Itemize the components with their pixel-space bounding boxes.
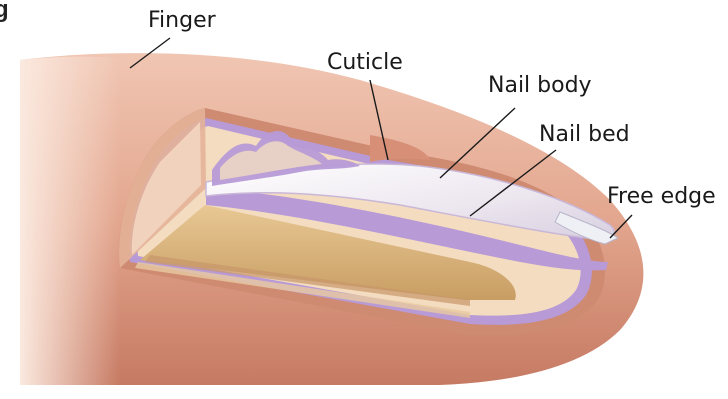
- label-nail-bed: Nail bed: [539, 124, 630, 146]
- label-finger: Finger: [148, 10, 216, 32]
- label-nail-body: Nail body: [488, 75, 592, 97]
- label-free-edge: Free edge: [607, 186, 716, 208]
- label-cuticle: Cuticle: [327, 52, 403, 74]
- finger-highlight: [20, 57, 120, 385]
